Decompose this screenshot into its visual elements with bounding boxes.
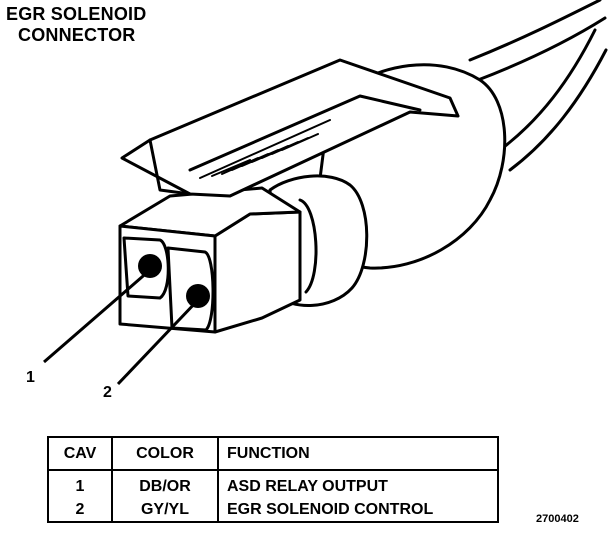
terminal-2 xyxy=(186,284,210,308)
title-line-1: EGR SOLENOID xyxy=(6,4,147,24)
cell-cav: 1 xyxy=(75,477,85,495)
cell-function: ASD RELAY OUTPUT xyxy=(217,470,498,498)
cell-function: EGR SOLENOID CONTROL xyxy=(217,498,498,522)
callout-1: 1 xyxy=(26,369,35,386)
wire-lower-2 xyxy=(508,48,608,172)
cell-cav: 2 xyxy=(75,500,85,518)
table-header-row: CAV COLOR FUNCTION xyxy=(48,437,498,471)
callout-2: 2 xyxy=(103,384,112,401)
header-color: COLOR xyxy=(111,437,218,471)
cell-color: GY/YL xyxy=(111,498,218,522)
table-row: 2 GY/YL EGR SOLENOID CONTROL xyxy=(48,498,498,522)
wire-upper xyxy=(468,0,602,62)
diagram-title: EGR SOLENOID CONNECTOR xyxy=(6,4,146,46)
title-line-2: CONNECTOR xyxy=(18,25,136,45)
pinout-table: CAV COLOR FUNCTION 1 DB/OR ASD RELAY OUT… xyxy=(47,436,499,523)
header-function: FUNCTION xyxy=(217,437,498,471)
wire-upper-2 xyxy=(476,16,607,82)
leader-line-1 xyxy=(43,268,151,364)
leader-line-2 xyxy=(116,298,200,386)
connector-illustration xyxy=(43,0,608,386)
terminal-1 xyxy=(138,254,162,278)
connector-body-side xyxy=(213,210,302,334)
cell-color: DB/OR xyxy=(111,470,218,498)
wire-lower xyxy=(498,28,597,152)
table-row: 1 DB/OR ASD RELAY OUTPUT xyxy=(48,470,498,498)
header-cav: CAV xyxy=(48,437,112,471)
figure-id: 2700402 xyxy=(536,513,579,525)
